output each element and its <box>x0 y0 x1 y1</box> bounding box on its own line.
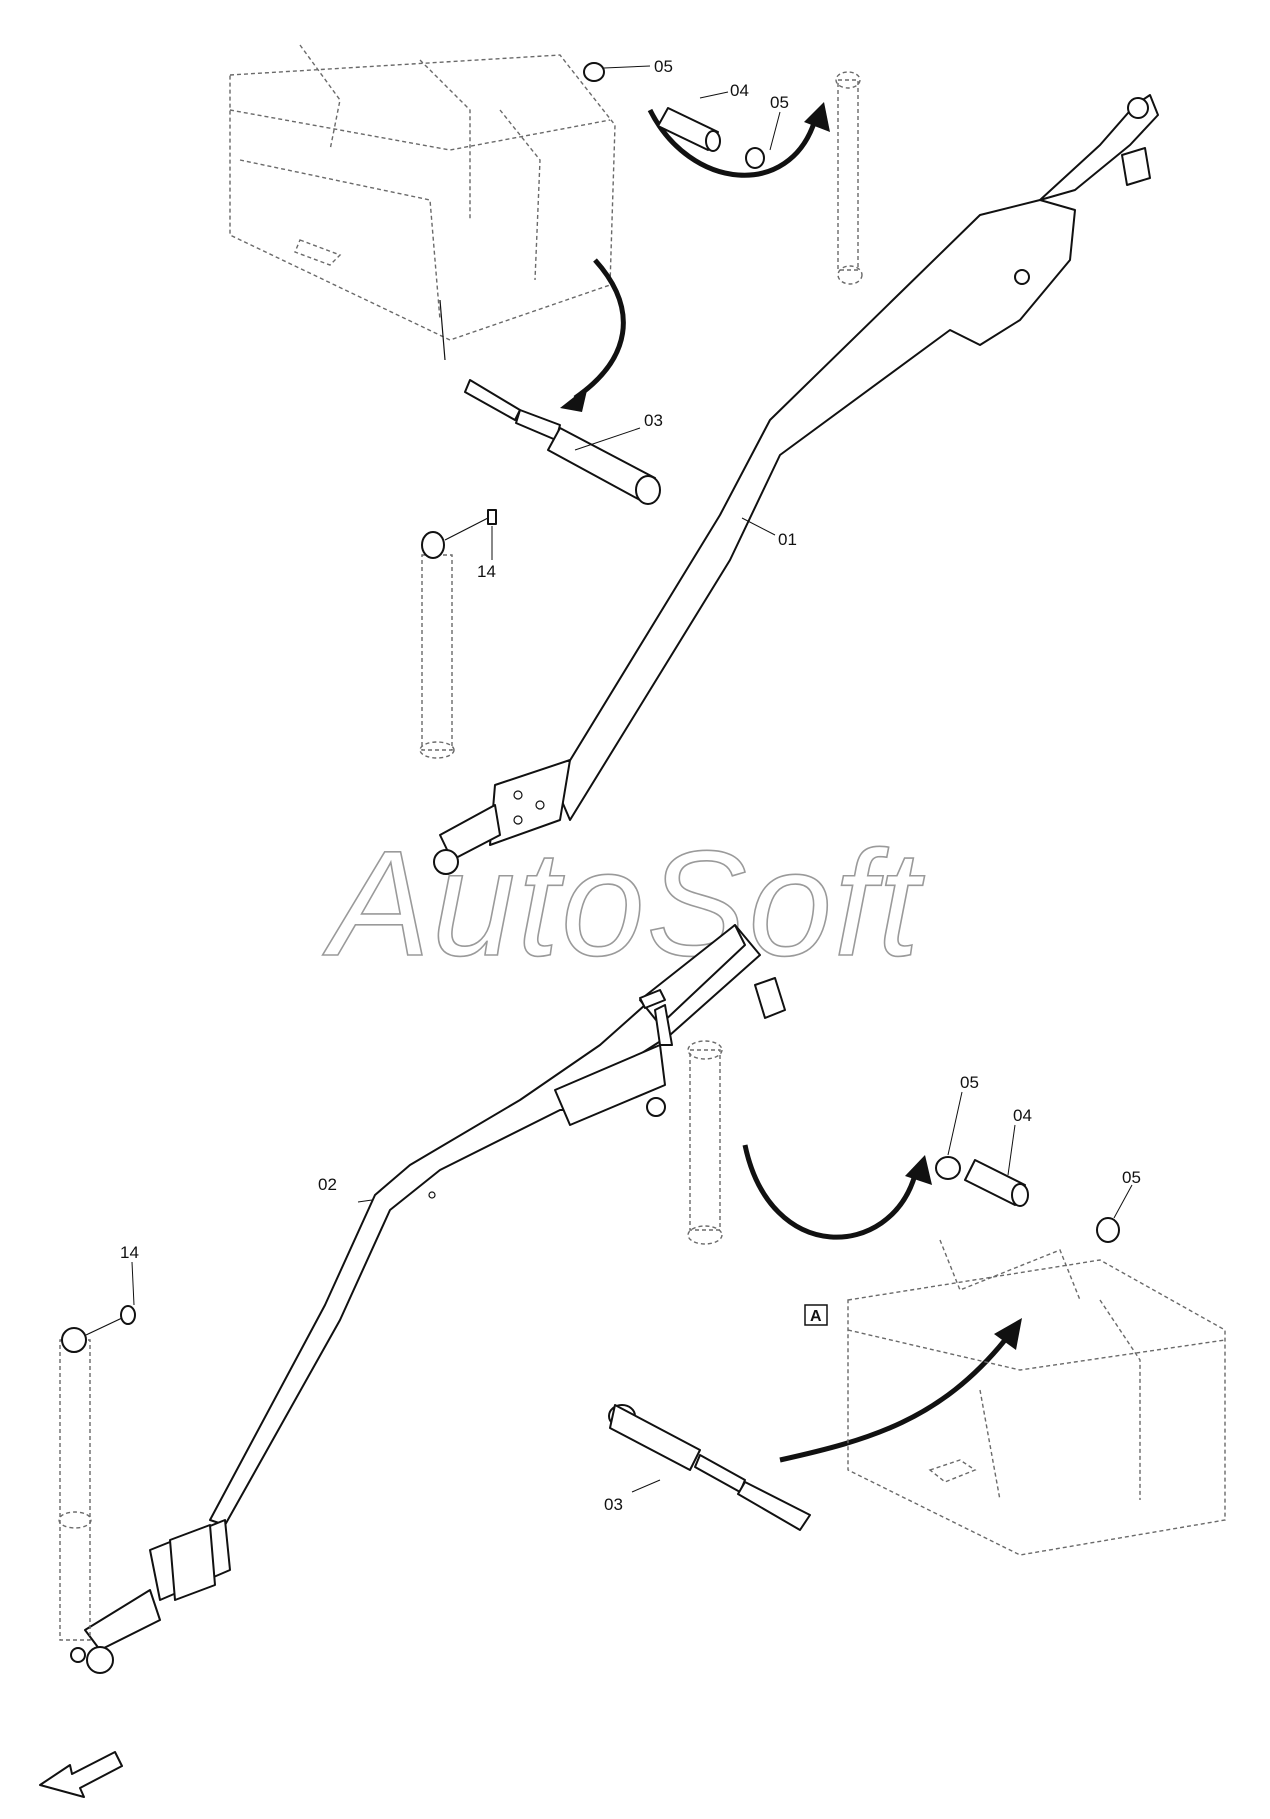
callout-label: 05 <box>1122 1168 1141 1187</box>
callout-label: 02 <box>318 1175 337 1194</box>
phantom-cylinder-left <box>419 554 455 759</box>
view-marker-label: A <box>810 1308 822 1325</box>
stabilizer-stay <box>608 1404 811 1531</box>
pin <box>964 1159 1029 1207</box>
lift-arm <box>433 94 1159 875</box>
callout-label: 14 <box>120 1243 139 1262</box>
curved-arrow-icon <box>560 258 626 412</box>
curved-arrow-icon <box>742 1144 932 1240</box>
retaining-ring <box>935 1156 961 1180</box>
curved-arrow-icon <box>779 1318 1022 1463</box>
callout-label: 04 <box>1013 1106 1032 1125</box>
view-marker: A <box>804 1304 828 1326</box>
phantom-cylinder-top <box>835 71 863 285</box>
callout-label: 01 <box>778 530 797 549</box>
lift-arm <box>70 924 786 1674</box>
direction-arrow-icon <box>39 1751 123 1798</box>
callout-label: 04 <box>730 81 749 100</box>
watermark: AutoSoft <box>322 819 925 987</box>
callout-label: 05 <box>960 1073 979 1092</box>
callout-label: 03 <box>644 411 663 430</box>
callout-label: 14 <box>477 562 496 581</box>
phantom-cylinder-center <box>687 1040 723 1245</box>
bolt <box>421 509 497 559</box>
phantom-frame-bottom <box>847 1239 1226 1556</box>
callout-label: 05 <box>654 57 673 76</box>
curved-arrow-icon <box>647 102 830 178</box>
phantom-cylinder-left <box>58 1339 92 1641</box>
callout-label: 03 <box>604 1495 623 1514</box>
retaining-ring <box>1096 1217 1120 1243</box>
callout-label: 05 <box>770 93 789 112</box>
phantom-frame-top <box>229 44 616 361</box>
retaining-ring <box>583 62 605 82</box>
retaining-ring <box>745 147 765 169</box>
stabilizer-stay <box>464 379 661 505</box>
pin <box>657 107 721 152</box>
bolt <box>61 1305 136 1353</box>
